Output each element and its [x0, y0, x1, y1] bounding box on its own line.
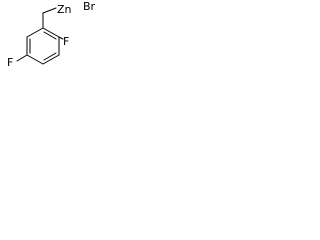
bond-to-fluorine-ortho [58, 36, 64, 40]
ring-bond-c3-c4 [42, 54, 60, 65]
ring-double-bond-c1-c2 [43, 31, 57, 40]
benzene-ring [26, 27, 60, 65]
bromine-label: Br [83, 0, 96, 13]
zinc-label: Zn [57, 3, 72, 16]
bond-to-fluorine-para [16, 54, 28, 62]
ring-double-bond-c3-c4 [43, 52, 57, 61]
ring-bond-c4-c5 [26, 54, 44, 65]
fluorine-ortho-label: F [63, 35, 69, 48]
carbon-zinc-bond [42, 7, 57, 14]
ring-bond-c6-c1 [26, 27, 44, 38]
structure-diagram: Zn Br F F [7, 0, 96, 69]
ring-bond-c1-c2 [42, 27, 60, 38]
fluorine-para-label: F [7, 56, 13, 69]
